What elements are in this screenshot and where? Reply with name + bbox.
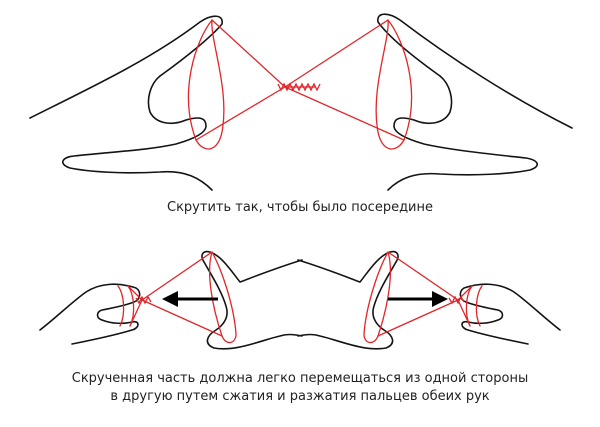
bottom-right-illustration xyxy=(297,250,561,350)
top-illustration xyxy=(29,13,573,191)
right-hand-top xyxy=(377,13,573,191)
twisted-section-top xyxy=(277,82,321,92)
right-hand-bottom-right xyxy=(459,283,561,345)
caption-bottom-line-1: Скрученная часть должна легко перемещать… xyxy=(71,371,529,386)
caption-bottom-line-2: в другую путем сжатия и разжатия пальцев… xyxy=(110,389,490,404)
left-hand-top xyxy=(29,15,223,191)
twisted-section-bottom-right xyxy=(448,295,465,305)
left-hand-bottom-left xyxy=(39,283,141,345)
caption-top: Скрутить так, чтобы было посередине xyxy=(167,200,433,215)
arrow-left-icon xyxy=(162,291,218,307)
bottom-left-illustration xyxy=(39,250,303,350)
arrow-right-icon xyxy=(388,291,448,307)
red-thread-bottom-right xyxy=(363,251,483,344)
red-thread-bottom-left xyxy=(117,251,237,344)
right-hand-bottom-left xyxy=(201,250,303,350)
red-thread-top xyxy=(187,19,413,150)
left-hand-bottom-right xyxy=(297,250,399,350)
caption-bottom: Скрученная часть должна легко перемещать… xyxy=(0,370,600,406)
twisted-section-bottom-left xyxy=(135,295,152,305)
